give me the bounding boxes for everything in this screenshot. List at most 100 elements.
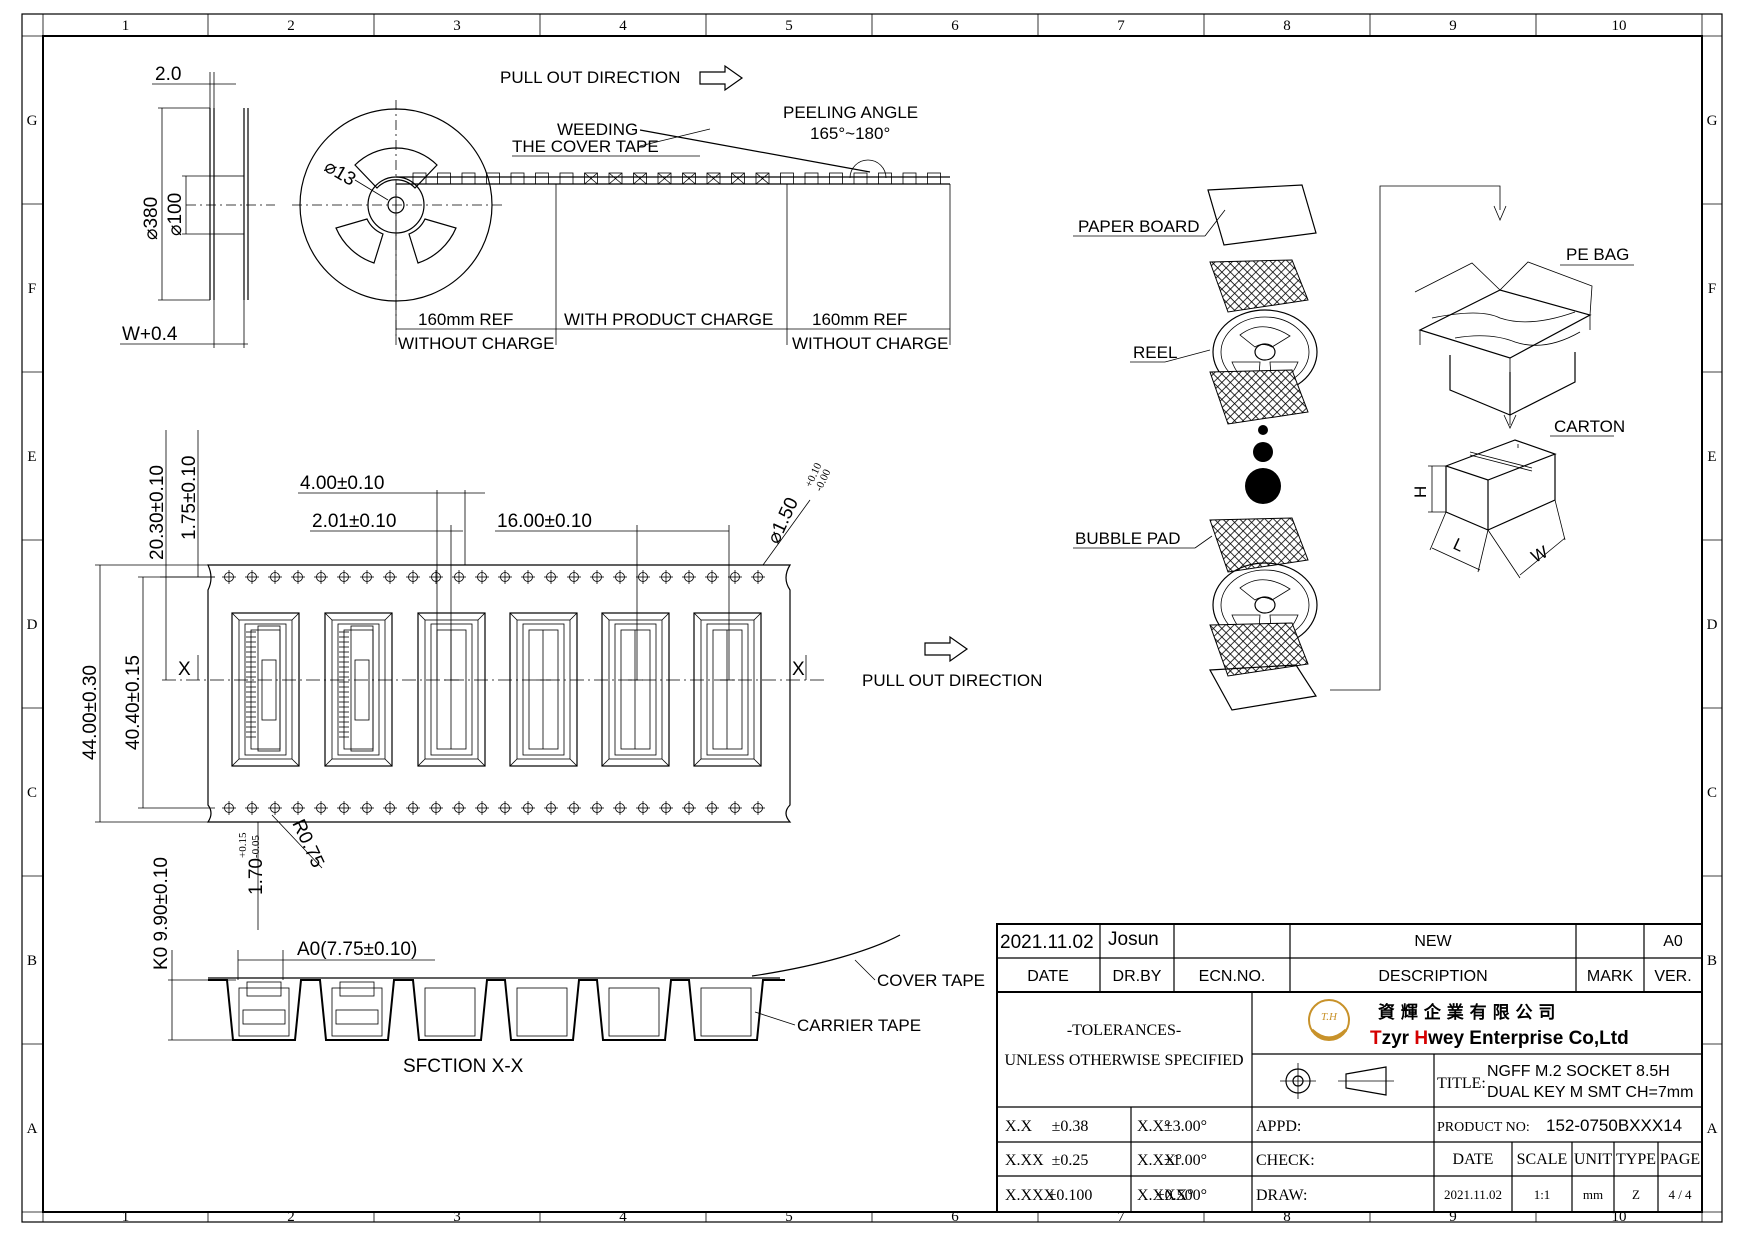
zone-col-bottom: 9 <box>1449 1209 1457 1225</box>
width-dim-label: W+0.4 <box>122 324 178 345</box>
hdr-mark: MARK <box>1587 968 1634 985</box>
leader-pocket <box>731 172 745 185</box>
pe-bag-icon: PE BAG <box>1414 245 1634 416</box>
cover-tape-label: COVER TAPE <box>877 971 985 990</box>
tape-cavity <box>693 612 762 767</box>
carrier-tape-label: CARRIER TAPE <box>797 1016 921 1035</box>
dim-hole-to-center: 40.40±0.15 <box>123 655 144 750</box>
leader-pocket <box>878 172 892 185</box>
val-type: Z <box>1632 1187 1640 1202</box>
reel-front-view: ⌀13 <box>292 100 505 340</box>
tape-leader: PULL OUT DIRECTION WEEDING THE COVER TAP… <box>395 64 951 353</box>
carrier-tape-plan: X X PULL OUT DIRECTION 44.00±0.30 40.40±… <box>80 430 1042 930</box>
tape-cavity <box>324 612 393 767</box>
zone-row-right: F <box>1708 281 1716 297</box>
hdr-ver: VER. <box>1654 968 1691 985</box>
reel-side-view: 2.0 ⌀380 ⌀100 W+0.4 <box>120 64 275 348</box>
tolerance-cell: X.XXX <box>1005 1187 1056 1204</box>
leader-pocket <box>608 172 623 185</box>
pull-arrow-top <box>699 64 744 92</box>
section-component <box>608 987 660 1037</box>
title-line2: DUAL KEY M SMT CH=7mm <box>1487 1084 1693 1101</box>
packing-exploded-view: PAPER BOARD REEL BUBBLE PAD <box>1073 184 1634 711</box>
tolerances-sub: UNLESS OTHERWISE SPECIFIED <box>1004 1052 1243 1069</box>
zone-col-top: 6 <box>951 18 959 34</box>
tolerance-cell: X.XXX° <box>1137 1187 1194 1204</box>
dim-radius: R0.75 <box>287 816 327 871</box>
without-charge-left: WITHOUT CHARGE <box>398 334 554 353</box>
pull-out-direction-top: PULL OUT DIRECTION <box>500 68 680 87</box>
val-unit: mm <box>1583 1187 1603 1202</box>
section-component <box>331 987 383 1037</box>
peeling-angle-label: PEELING ANGLE <box>783 103 918 122</box>
tolerances-title: -TOLERANCES- <box>1067 1022 1181 1039</box>
flange-thickness-label: 2.0 <box>155 64 181 85</box>
dim-1-70-tol-lower: -0.05 <box>250 835 262 858</box>
leader-pocket <box>829 172 843 185</box>
dim-total-width: 44.00±0.30 <box>80 665 101 760</box>
projection-symbol-icon <box>1280 1063 1394 1099</box>
rev-description: NEW <box>1414 933 1452 950</box>
col-date: DATE <box>1453 1151 1494 1168</box>
tolerance-cell: ±1.00° <box>1164 1152 1207 1169</box>
dim-h-label: H <box>1411 486 1430 498</box>
dim-1-70: 1.70 <box>246 858 267 895</box>
zone-col-top: 10 <box>1612 18 1627 34</box>
rev-drawn-by: Josun <box>1108 929 1159 950</box>
leader-pocket <box>633 172 647 185</box>
leader-pocket <box>780 172 794 185</box>
zone-col-top: 9 <box>1449 18 1457 34</box>
tolerance-cell: X.XX° <box>1137 1152 1182 1169</box>
zone-col-bottom: 8 <box>1283 1209 1291 1225</box>
arbor-diameter-label: ⌀13 <box>321 156 360 190</box>
zone-row-left: C <box>27 785 37 801</box>
zone-col-top: 4 <box>619 18 627 34</box>
peeling-range-label: 165°~180° <box>810 124 890 143</box>
weeding-label-2: THE COVER TAPE <box>512 137 659 156</box>
logo-text: T.H <box>1321 1011 1338 1023</box>
zone-col-bottom: 6 <box>951 1209 959 1225</box>
product-no: 152-0750BXXX14 <box>1546 1116 1682 1135</box>
carrier-tape-profile <box>208 979 785 1041</box>
bubble-pad-label: BUBBLE PAD <box>1075 529 1181 548</box>
tolerance-cell: ±3.00° <box>1164 1118 1207 1135</box>
section-component <box>238 987 290 1037</box>
zone-row-right: G <box>1707 113 1718 129</box>
zone-row-left: B <box>27 953 37 969</box>
company-cn: 資 輝 企 業 有 限 公 司 <box>1378 1002 1555 1023</box>
rev-date: 2021.11.02 <box>1000 932 1094 953</box>
zone-col-top: 8 <box>1283 18 1291 34</box>
zone-row-left: D <box>27 617 38 633</box>
tape-cavity <box>509 612 578 767</box>
dim-k0: K0 9.90±0.10 <box>151 857 172 970</box>
carton-label: CARTON <box>1554 417 1625 436</box>
section-view: COVER TAPE CARRIER TAPE SFCTION X-X K0 9… <box>151 857 985 1077</box>
leader-pocket <box>682 172 696 185</box>
leader-pocket <box>412 172 427 185</box>
title-label: TITLE: <box>1437 1075 1486 1092</box>
zone-row-right: B <box>1707 953 1717 969</box>
tape-cavity <box>417 612 486 767</box>
section-mark-left: X <box>178 659 191 680</box>
company-logo: T.H <box>1308 999 1350 1041</box>
zone-col-top: 7 <box>1117 18 1125 34</box>
tolerance-cell: ±0.25 <box>1052 1152 1089 1169</box>
dim-1-70-tol-upper: +0.15 <box>237 832 249 858</box>
leader-ref-left: 160mm REF <box>418 310 513 329</box>
tolerance-cell: ±0.38 <box>1052 1118 1089 1135</box>
zone-row-right: A <box>1707 1121 1718 1137</box>
rev-version: A0 <box>1663 933 1683 950</box>
leader-pocket <box>804 172 819 185</box>
col-page: PAGE <box>1660 1151 1700 1168</box>
leader-pocket <box>927 172 941 185</box>
zone-row-right: E <box>1707 449 1716 465</box>
draw-label: DRAW: <box>1256 1187 1307 1204</box>
weeding-label-1: WEEDING <box>557 120 638 139</box>
val-date: 2021.11.02 <box>1444 1187 1502 1202</box>
val-page: 4 / 4 <box>1668 1187 1692 1202</box>
tolerance-cell: X.X <box>1005 1118 1033 1135</box>
zone-row-left: E <box>27 449 36 465</box>
without-charge-right: WITHOUT CHARGE <box>792 334 948 353</box>
leader-pocket <box>535 172 549 185</box>
section-component <box>700 987 752 1037</box>
